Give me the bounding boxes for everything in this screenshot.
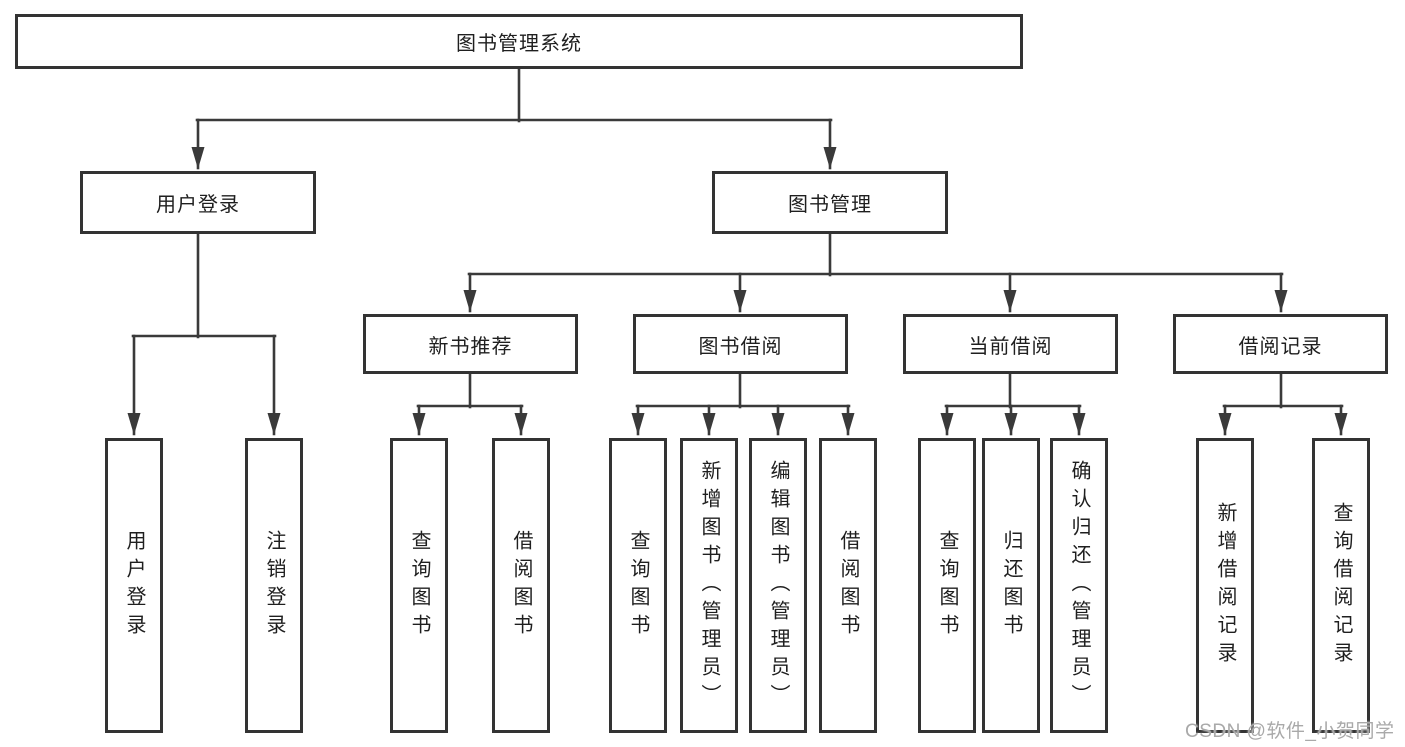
leaf-query-books-current: 查询图书: [918, 438, 976, 733]
node-label: 用户登录: [156, 194, 240, 216]
leaf-user-login: 用户登录: [105, 438, 163, 733]
leaf-label: 查询图书: [627, 529, 649, 642]
leaf-label: 新增借阅记录: [1214, 501, 1236, 670]
node-borrowing-records: 借阅记录: [1173, 314, 1388, 374]
node-label: 图书借阅: [698, 335, 783, 358]
node-label: 当前借阅: [968, 335, 1053, 358]
node-label: 图书管理系统: [456, 33, 582, 55]
leaf-query-borrow-record: 查询借阅记录: [1312, 438, 1370, 733]
leaf-borrow-books-recommend: 借阅图书: [492, 438, 550, 733]
leaf-label: 用户登录: [123, 529, 145, 642]
leaf-return-book: 归还图书: [982, 438, 1040, 733]
leaf-label: 编辑图书（管理员）: [767, 459, 789, 712]
leaf-add-book-admin: 新增图书（管理员）: [680, 438, 738, 733]
leaf-label: 查询借阅记录: [1330, 501, 1352, 670]
node-label: 新书推荐: [428, 335, 513, 358]
node-book-borrowing: 图书借阅: [633, 314, 848, 374]
node-root-system: 图书管理系统: [15, 14, 1023, 69]
leaf-label: 查询图书: [936, 529, 958, 642]
leaf-edit-book-admin: 编辑图书（管理员）: [749, 438, 807, 733]
leaf-query-books-borrowing: 查询图书: [609, 438, 667, 733]
node-new-book-recommend: 新书推荐: [363, 314, 578, 374]
leaf-confirm-return-admin: 确认归还（管理员）: [1050, 438, 1108, 733]
leaf-label: 注销登录: [263, 529, 285, 642]
node-label: 图书管理: [788, 194, 872, 216]
leaf-add-borrow-record: 新增借阅记录: [1196, 438, 1254, 733]
node-current-borrowing: 当前借阅: [903, 314, 1118, 374]
node-book-management-branch: 图书管理: [712, 171, 948, 234]
leaf-label: 借阅图书: [837, 529, 859, 642]
leaf-label: 查询图书: [408, 529, 430, 642]
leaf-label: 确认归还（管理员）: [1068, 459, 1090, 712]
leaf-label: 新增图书（管理员）: [698, 459, 720, 712]
leaf-logout: 注销登录: [245, 438, 303, 733]
leaf-label: 归还图书: [1000, 529, 1022, 642]
node-user-login-branch: 用户登录: [80, 171, 316, 234]
node-label: 借阅记录: [1238, 335, 1323, 358]
leaf-query-books-recommend: 查询图书: [390, 438, 448, 733]
csdn-watermark: CSDN @软件_小贺同学: [1185, 721, 1395, 742]
leaf-label: 借阅图书: [510, 529, 532, 642]
leaf-borrow-books: 借阅图书: [819, 438, 877, 733]
